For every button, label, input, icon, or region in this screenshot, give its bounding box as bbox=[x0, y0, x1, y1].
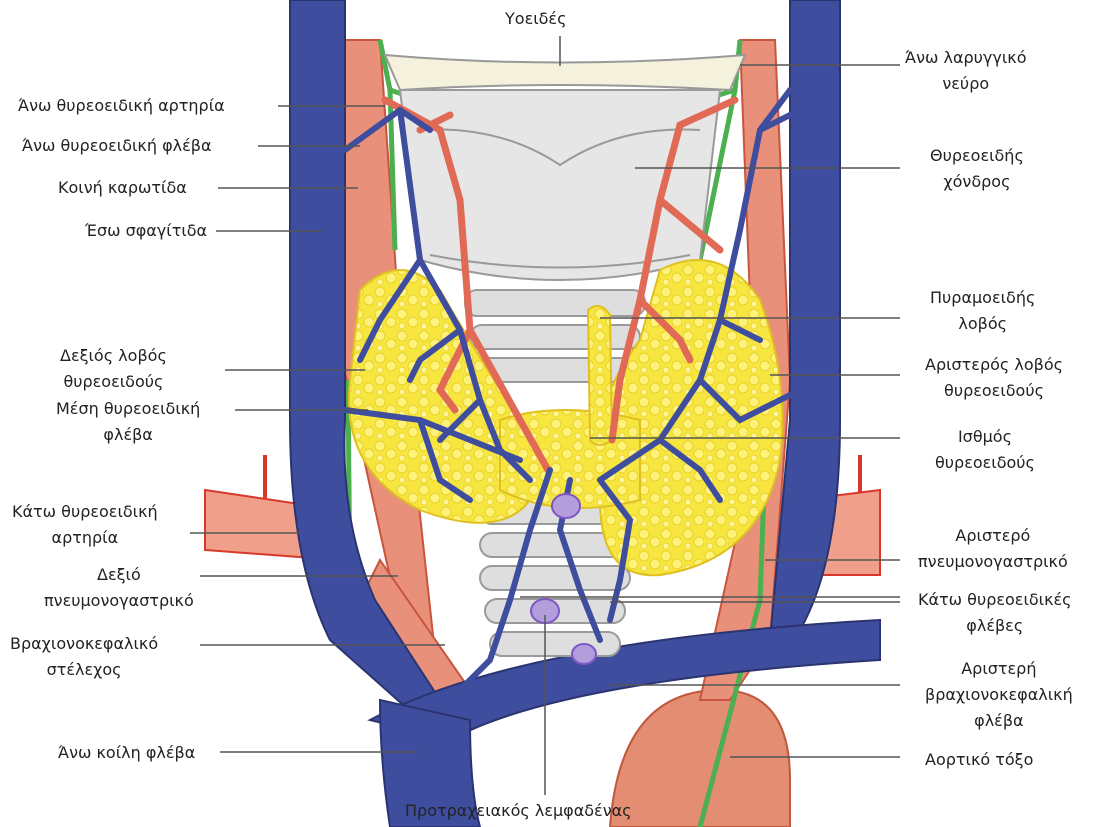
label-common-carotid: Κοινή καρωτίδα bbox=[58, 175, 187, 201]
label-superior-thyroid-vein: Άνω θυρεοειδική φλέβα bbox=[22, 133, 212, 159]
label-aortic-arch: Αορτικό τόξο bbox=[925, 747, 1033, 773]
label-hyoid: Υοειδές bbox=[505, 6, 566, 32]
label-internal-jugular: Έσω σφαγίτιδα bbox=[85, 218, 207, 244]
pyramidal-lobe bbox=[588, 306, 612, 445]
label-superior-thyroid-artery: Άνω θυρεοειδική αρτηρία bbox=[18, 93, 225, 119]
label-pretracheal-node: Προτραχειακός λεμφαδένας bbox=[405, 798, 632, 824]
hyoid-bone bbox=[385, 55, 745, 90]
aortic-arch bbox=[610, 690, 790, 827]
label-superior-vena-cava: Άνω κοίλη φλέβα bbox=[58, 740, 195, 766]
